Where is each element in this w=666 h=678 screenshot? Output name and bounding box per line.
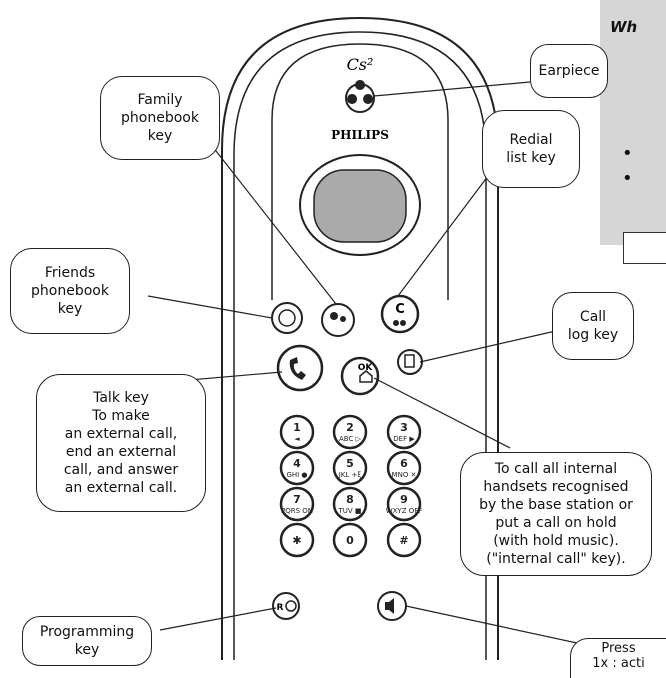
keypad-key-letters: DEF ▶ — [393, 435, 415, 443]
handset-head-outline — [271, 43, 449, 300]
philips-logo: PHILIPS — [331, 128, 389, 142]
keypad-key-letters: ◄ — [294, 435, 300, 443]
redial-key — [380, 294, 420, 334]
keypad-key-letters: PQRS ON — [281, 507, 313, 515]
keypad-key-letters: MNO ✕ — [392, 471, 417, 479]
callout-friends-phonebook: Friends phonebook key — [10, 248, 130, 334]
programming-key-label: R — [277, 603, 284, 613]
display-screen — [313, 169, 407, 243]
family-icon — [330, 312, 338, 320]
leader-lines — [119, 81, 601, 649]
keypad-key-digit: 3 — [400, 421, 408, 434]
callout-redial: Redial list key — [482, 110, 580, 188]
callout-talk-key: Talk key To make an external call, end a… — [36, 374, 206, 512]
model-mark: Cs² — [347, 55, 374, 74]
keypad-key-digit: 0 — [346, 534, 354, 547]
keypad-key-digit: 1 — [293, 421, 301, 434]
callout-family-phonebook: Family phonebook key — [100, 76, 220, 160]
callout-call-log: Call log key — [552, 292, 634, 360]
keypad-key-digit: 5 — [346, 457, 354, 470]
keypad-key-letters: JKL +ξ — [338, 471, 362, 479]
home-icon — [359, 370, 373, 383]
keypad-key-digit: 4 — [293, 457, 301, 470]
keypad-key-letters: WXYZ OFF — [386, 507, 423, 515]
side-panel-title: Wh — [610, 18, 638, 36]
keypad-key-letters: GHI ● — [286, 471, 307, 479]
speaker-icon — [385, 598, 394, 614]
scroll-icon — [404, 354, 415, 368]
callout-press: Press 1x : acti — [570, 638, 666, 678]
callout-programming: Programming key — [22, 616, 152, 666]
family-phonebook-key — [321, 303, 355, 337]
handset-inner-outline — [233, 31, 487, 660]
earpiece-holes — [347, 80, 374, 104]
bullet-marker: • — [622, 168, 633, 189]
ok-label: OK — [358, 363, 374, 373]
redial-key-label: C — [395, 302, 405, 317]
keypad-key-digit: 9 — [400, 493, 408, 506]
keypad-key-letters: ABC ▷ — [339, 435, 362, 443]
talk-key — [276, 344, 324, 392]
friends-phonebook-key — [271, 302, 303, 334]
handset-outline — [221, 16, 499, 660]
callout-internal-call: To call all internal handsets recognised… — [460, 452, 652, 576]
keypad-key-digit: 7 — [293, 493, 301, 506]
callout-earpiece: Earpiece — [530, 44, 608, 98]
keypad-key-digit: 2 — [346, 421, 354, 434]
call-log-key — [397, 349, 423, 375]
keypad-key[interactable]: ✱ — [279, 522, 315, 558]
keypad-key-digit: ✱ — [292, 534, 301, 547]
keypad-key[interactable]: 0 — [332, 522, 368, 558]
side-panel-box — [623, 232, 666, 264]
keypad-key[interactable]: # — [386, 522, 422, 558]
keypad-key-digit: # — [399, 534, 408, 547]
smiley-icon — [278, 309, 296, 327]
side-panel: Wh • • — [600, 0, 666, 245]
arrow-circle-icon — [285, 600, 297, 612]
keypad-key-letters: TUV ■ — [337, 507, 361, 515]
handset-icon — [289, 357, 306, 380]
bullet-marker: • — [622, 143, 633, 164]
keypad-key-digit: 6 — [400, 457, 408, 470]
keypad-key[interactable]: 1◄ — [279, 414, 315, 450]
keypad-key-digit: 8 — [346, 493, 354, 506]
